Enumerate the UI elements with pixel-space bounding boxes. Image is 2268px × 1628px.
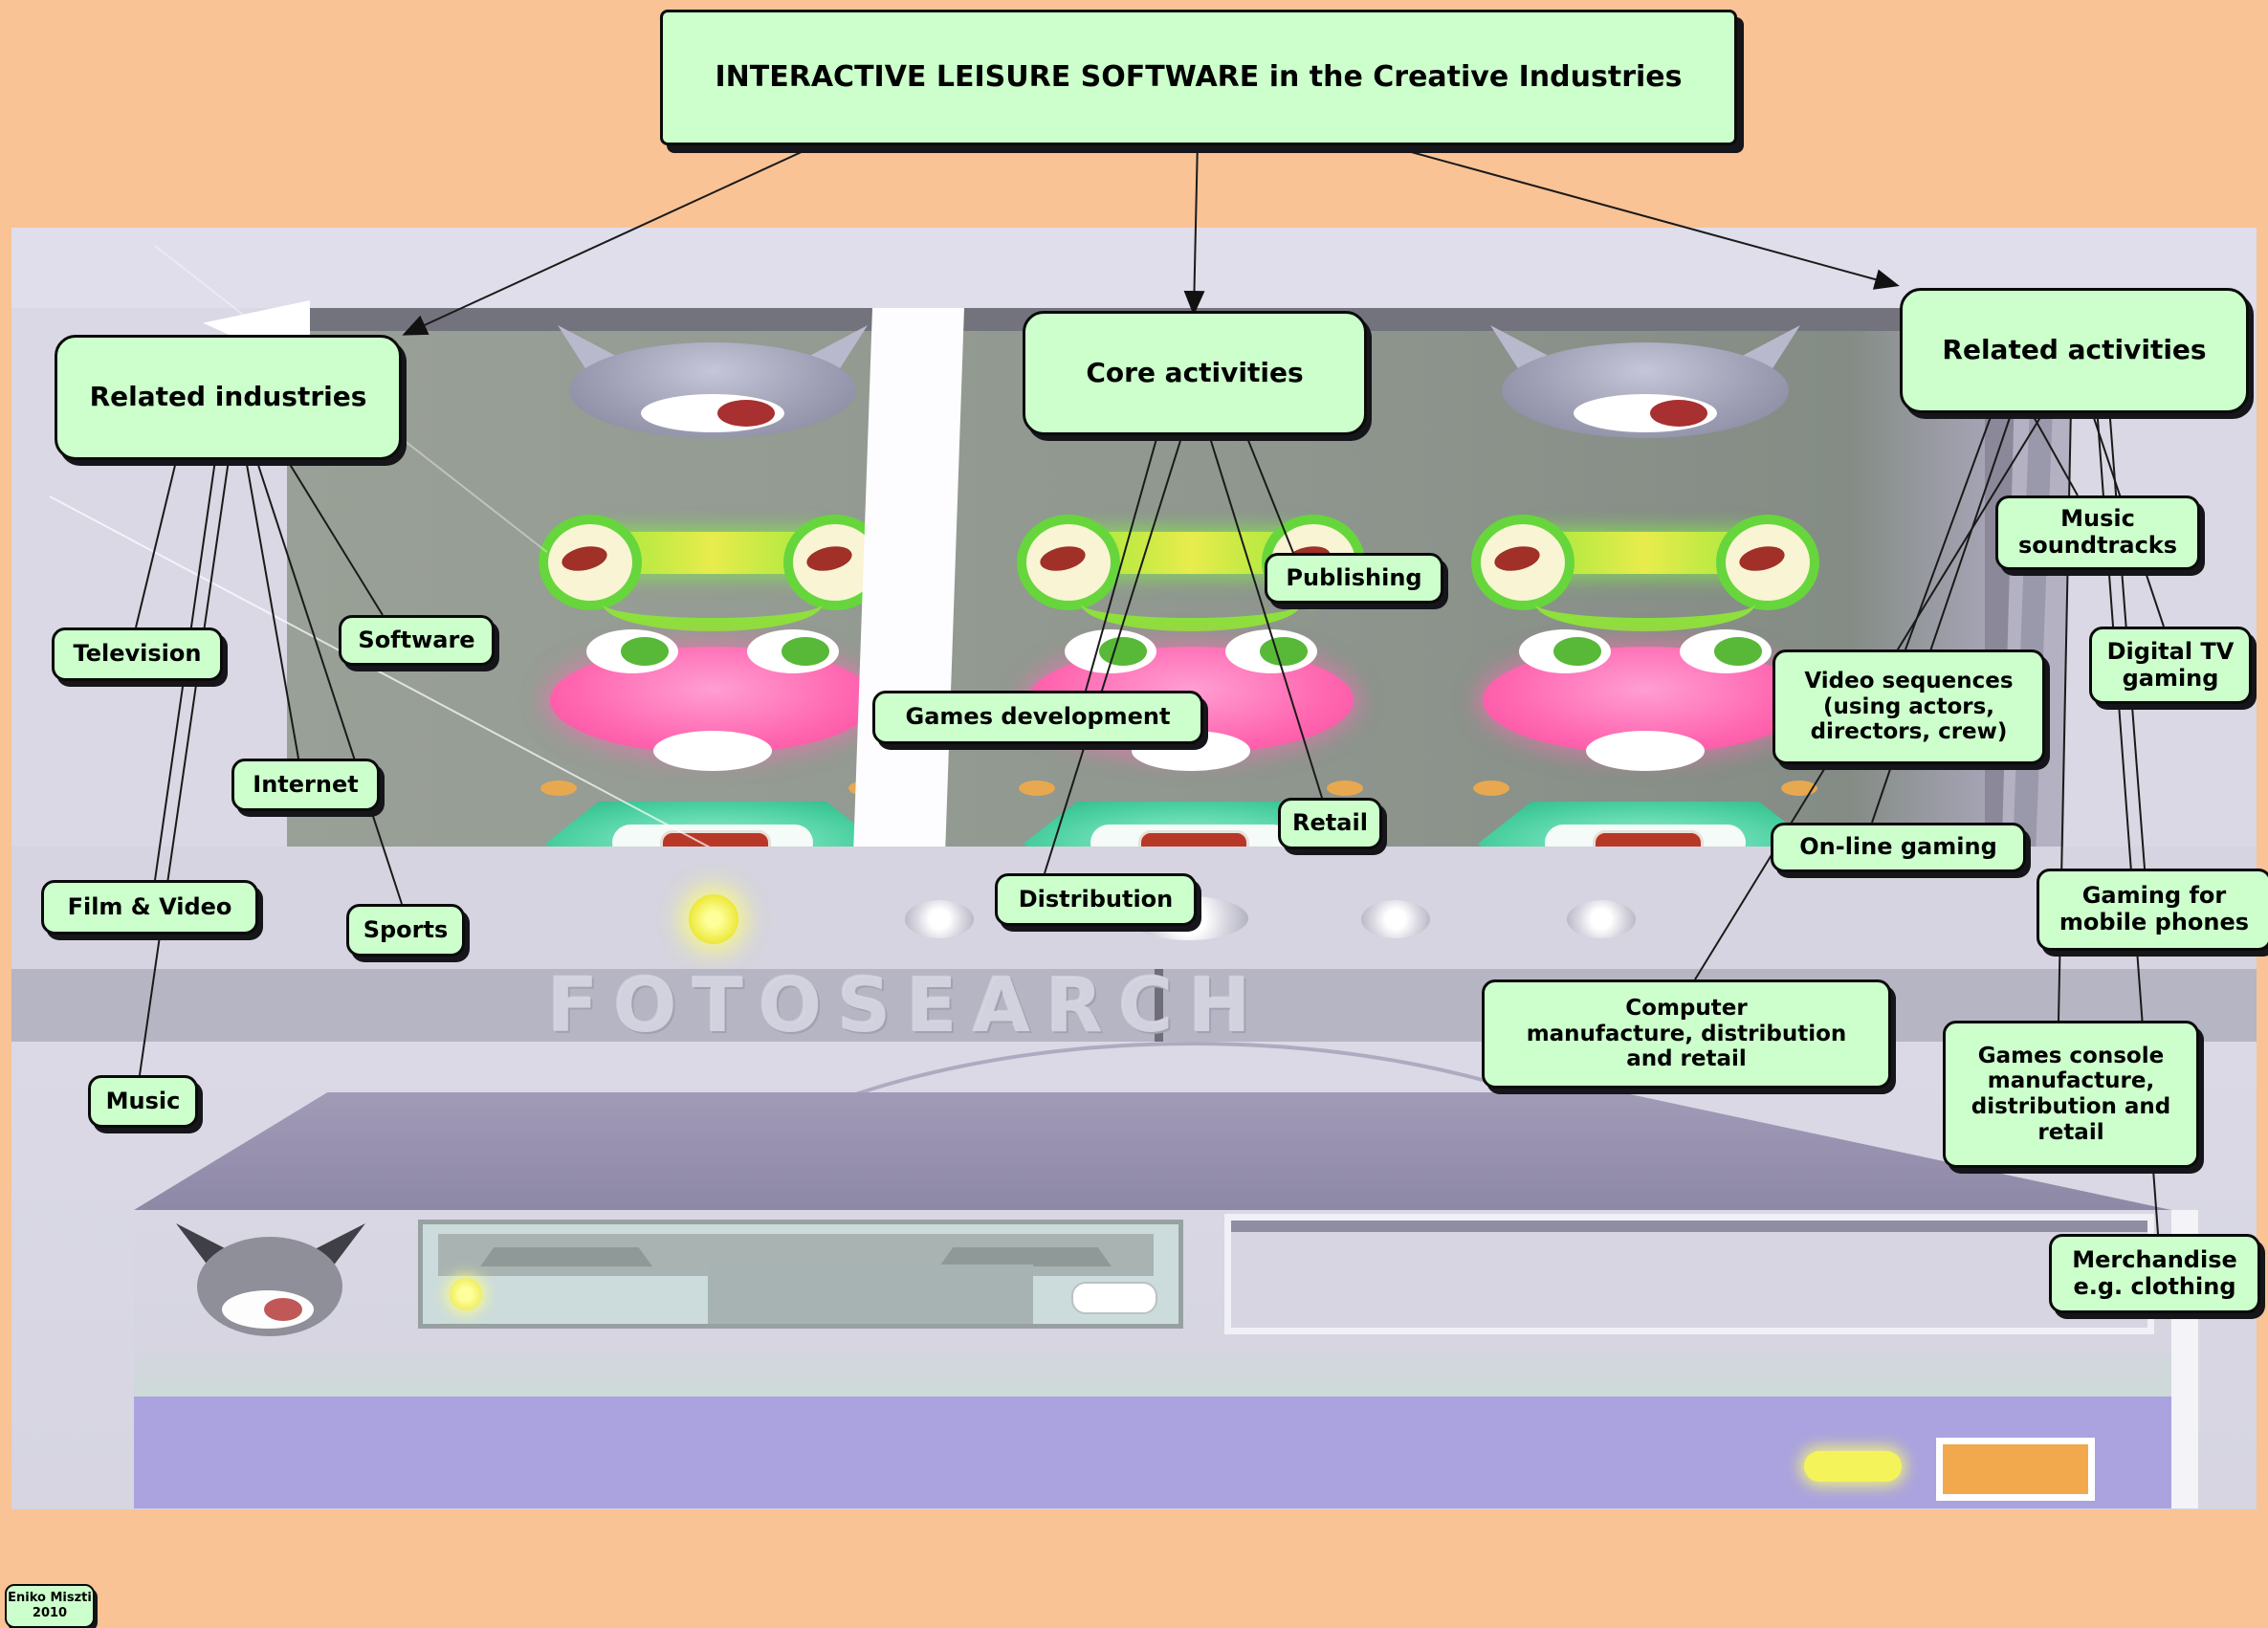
- disk-drive: [418, 1220, 1183, 1329]
- console-stock-photo: FOTOSEARCH: [11, 228, 2257, 1509]
- panel-button: [1567, 900, 1636, 938]
- node-software: Software: [339, 615, 495, 666]
- node-retail: Retail: [1278, 798, 1382, 849]
- node-games-console-manufacture: Games console manufacture, distribution …: [1943, 1021, 2199, 1168]
- node-music-soundtracks: Music soundtracks: [1995, 495, 2200, 570]
- diagram-title: INTERACTIVE LEISURE SOFTWARE in the Crea…: [660, 10, 1737, 145]
- node-sports: Sports: [346, 904, 465, 957]
- node-digital-tv-gaming: Digital TV gaming: [2089, 627, 2252, 704]
- eject-button: [1071, 1282, 1157, 1314]
- node-core-activities: Core activities: [1023, 311, 1367, 435]
- node-gaming-for-mobile-phones: Gaming for mobile phones: [2037, 869, 2268, 951]
- node-merchandise: Merchandise e.g. clothing: [2049, 1234, 2260, 1313]
- drive-bay: [1224, 1214, 2154, 1334]
- panel-button: [1361, 900, 1430, 938]
- node-related-activities: Related activities: [1900, 288, 2249, 413]
- node-television: Television: [52, 627, 223, 681]
- node-online-gaming: On-line gaming: [1771, 823, 2026, 872]
- drive-led: [450, 1278, 482, 1310]
- node-internet: Internet: [231, 759, 380, 811]
- photo-crease: [1155, 969, 1163, 1042]
- power-led: [689, 894, 738, 944]
- yellow-button: [1804, 1451, 1902, 1482]
- node-film-and-video: Film & Video: [41, 880, 258, 935]
- node-video-sequences: Video sequences (using actors, directors…: [1773, 649, 2045, 764]
- console-body: [11, 1042, 2257, 1509]
- author-credit: Eniko Miszti 2010: [5, 1584, 95, 1628]
- node-games-development: Games development: [872, 691, 1203, 744]
- monster-column: [1444, 325, 1846, 886]
- orange-button: [1936, 1438, 2095, 1501]
- node-publishing: Publishing: [1265, 553, 1443, 604]
- node-computer-manufacture: Computer manufacture, distribution and r…: [1482, 979, 1891, 1089]
- node-distribution: Distribution: [995, 873, 1197, 926]
- fotosearch-watermark: FOTOSEARCH: [547, 969, 1266, 1042]
- panel-button: [905, 900, 974, 938]
- cat-logo-icon: [168, 1223, 373, 1336]
- node-music: Music: [88, 1075, 198, 1128]
- photo-top-strip: [11, 228, 2257, 308]
- node-related-industries: Related industries: [55, 335, 402, 460]
